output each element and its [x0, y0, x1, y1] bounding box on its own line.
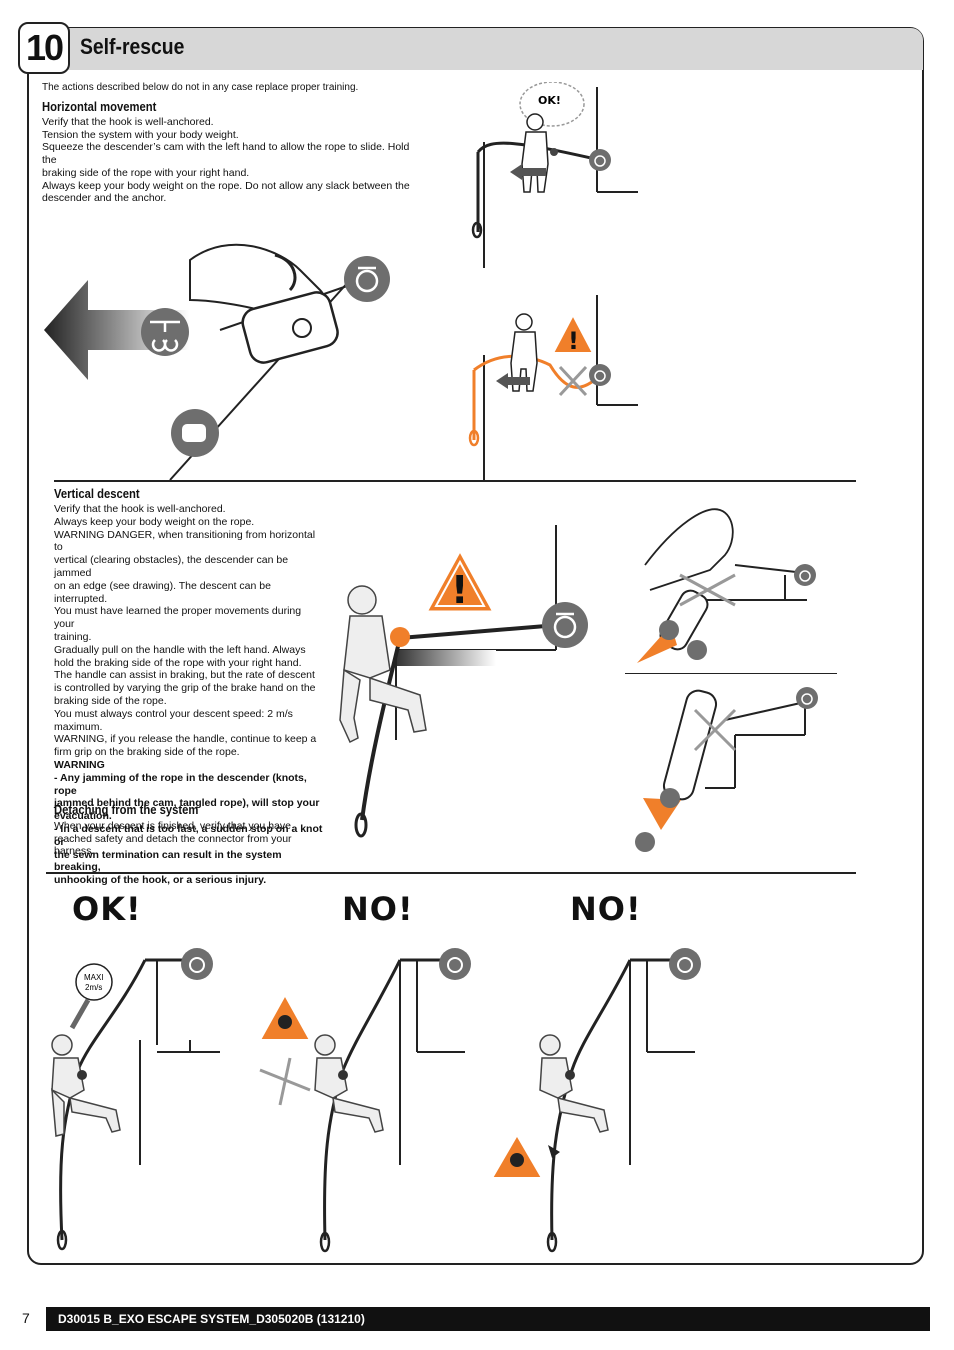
- intro-text: The actions described below do not in an…: [42, 82, 359, 93]
- descent-ok-scene: MAXI 2m/s: [51, 948, 220, 1251]
- anchor-hook-icon: [344, 256, 390, 302]
- page-number: 7: [22, 1310, 30, 1326]
- warning-line: evacuation.: [54, 810, 112, 823]
- handle-detail-bottom: [635, 687, 818, 852]
- title-bar: [42, 28, 923, 70]
- edge-jam-illustration: !: [339, 525, 588, 838]
- text-line: Always keep your body weight on the rope…: [42, 179, 410, 192]
- warning-title: WARNING: [54, 758, 105, 771]
- descender-device: [662, 689, 718, 801]
- anchor-hook-icon: [669, 948, 701, 980]
- knot: [548, 1145, 560, 1158]
- text-line: vertical (clearing obstacles), the desce…: [54, 554, 289, 579]
- danger-skull-icon: [490, 1133, 544, 1179]
- warning-line: - In a descent that is too fast, a sudde…: [54, 822, 323, 848]
- text-line: Always keep your body weight on the rope…: [54, 515, 255, 528]
- warning-line: unhooking of the hook, or a serious inju…: [54, 874, 267, 887]
- anchor-hook-icon: [589, 149, 611, 171]
- footer-doc-bar: D30015 B_EXO ESCAPE SYSTEM_D305020B (131…: [46, 1307, 930, 1331]
- brake-hand-icon: [687, 640, 707, 660]
- hand: [644, 508, 734, 591]
- danger-skull-icon: [258, 992, 312, 1041]
- text-line: on an edge (see drawing). The descent ca…: [54, 579, 271, 605]
- left-arrow: [496, 373, 530, 389]
- text-line: Squeeze the descender’s cam with the lef…: [42, 141, 410, 167]
- text-line: Verify that the hook is well-anchored.: [42, 116, 214, 128]
- anchor-hook-icon: [794, 564, 816, 586]
- stick-figure: [510, 313, 538, 392]
- text-line: WARNING, if you release the handle, cont…: [54, 733, 317, 746]
- warning-line: the sewn termination can result in the s…: [54, 848, 282, 874]
- descender-device: [241, 291, 339, 364]
- vertical-heading: Vertical descent: [54, 487, 140, 501]
- detail-divider: [625, 673, 837, 674]
- horizontal-heading: Horizontal movement: [42, 100, 157, 114]
- text-line: reached safety and detach the connector …: [54, 832, 292, 845]
- mannequin-figure: [51, 1034, 121, 1137]
- text-line: firm grip on the braking side of the rop…: [54, 746, 240, 759]
- horizontal-slack-scene: !: [468, 295, 638, 481]
- text-line: harness.: [54, 845, 95, 858]
- warning-line: - Any jamming of the rope in the descend…: [54, 771, 307, 797]
- text-line: is controlled by varying the grip of the…: [54, 682, 316, 695]
- speed-bubble: MAXI 2m/s: [69, 963, 113, 1030]
- mannequin-figure: [339, 585, 427, 744]
- no-label: NO!: [342, 890, 414, 928]
- descent-no-scene-1: [258, 948, 471, 1253]
- detaching-heading: Detaching from the system: [54, 803, 199, 817]
- text-line: You must have learned the proper movemen…: [54, 605, 302, 631]
- section-divider: [46, 872, 856, 874]
- text-line: braking side of the rope.: [54, 694, 167, 707]
- text-line: maximum.: [54, 720, 103, 733]
- hand-descender-illustration: [44, 243, 390, 481]
- mannequin-figure: [539, 1034, 609, 1133]
- svg-text:!: !: [451, 568, 468, 612]
- left-arrow: [510, 164, 546, 180]
- section-divider: [54, 480, 856, 482]
- text-line: You must always control your descent spe…: [54, 707, 293, 720]
- text-line: WARNING DANGER, when transitioning from …: [54, 528, 316, 554]
- ok-label: OK!: [72, 890, 142, 928]
- svg-text:2m/s: 2m/s: [85, 983, 102, 992]
- anchor-hook-icon: [589, 364, 611, 386]
- brake-hand-icon: [635, 832, 655, 852]
- svg-text:!: !: [568, 327, 579, 355]
- harness-icon: [141, 308, 189, 356]
- text-line: descender and the anchor.: [42, 192, 167, 205]
- direction-arrow: [44, 280, 190, 380]
- anchor-hook-icon: [796, 687, 818, 709]
- footer-doc-id: D30015 B_EXO ESCAPE SYSTEM_D305020B (131…: [58, 1312, 365, 1326]
- warning-line: jammed behind the cam, tangled rope), wi…: [54, 797, 320, 810]
- ok-bubble-label: OK!: [538, 94, 561, 107]
- warning-icon: !: [551, 312, 595, 355]
- anchor-hook-icon: [439, 948, 471, 980]
- text-line: Tension the system with your body weight…: [42, 128, 239, 141]
- handle-detail-top: [637, 508, 816, 663]
- text-line: The handle can assist in braking, but th…: [54, 669, 315, 682]
- harness-icon: [659, 620, 679, 640]
- svg-text:MAXI: MAXI: [84, 973, 104, 982]
- descender-jam-point: [390, 627, 410, 647]
- vertical-text: Verify that the hook is well-anchored. A…: [54, 503, 324, 887]
- mannequin-figure: [314, 1034, 384, 1133]
- descent-no-scene-2: [490, 948, 701, 1253]
- section-number: 10: [18, 22, 70, 74]
- detaching-text: When your descent is finished, verify th…: [54, 820, 314, 858]
- no-label: NO!: [570, 890, 642, 928]
- harness-icon: [660, 788, 680, 808]
- brake-hand-icon: [171, 409, 219, 457]
- warning-icon: !: [423, 546, 497, 614]
- anchor-hook-icon: [542, 602, 588, 648]
- text-line: Verify that the hook is well-anchored.: [54, 503, 226, 515]
- text-line: When your descent is finished, verify th…: [54, 820, 291, 832]
- text-line: braking side of the rope with your right…: [42, 166, 250, 179]
- text-line: Gradually pull on the handle with the le…: [54, 643, 306, 656]
- page-title: Self-rescue: [80, 34, 185, 59]
- text-line: hold the braking side of the rope with y…: [54, 656, 302, 669]
- text-line: training.: [54, 630, 92, 643]
- horizontal-text: Verify that the hook is well-anchored. T…: [42, 116, 412, 205]
- anchor-hook-icon: [181, 948, 213, 980]
- horizontal-ok-scene: OK!: [471, 82, 638, 268]
